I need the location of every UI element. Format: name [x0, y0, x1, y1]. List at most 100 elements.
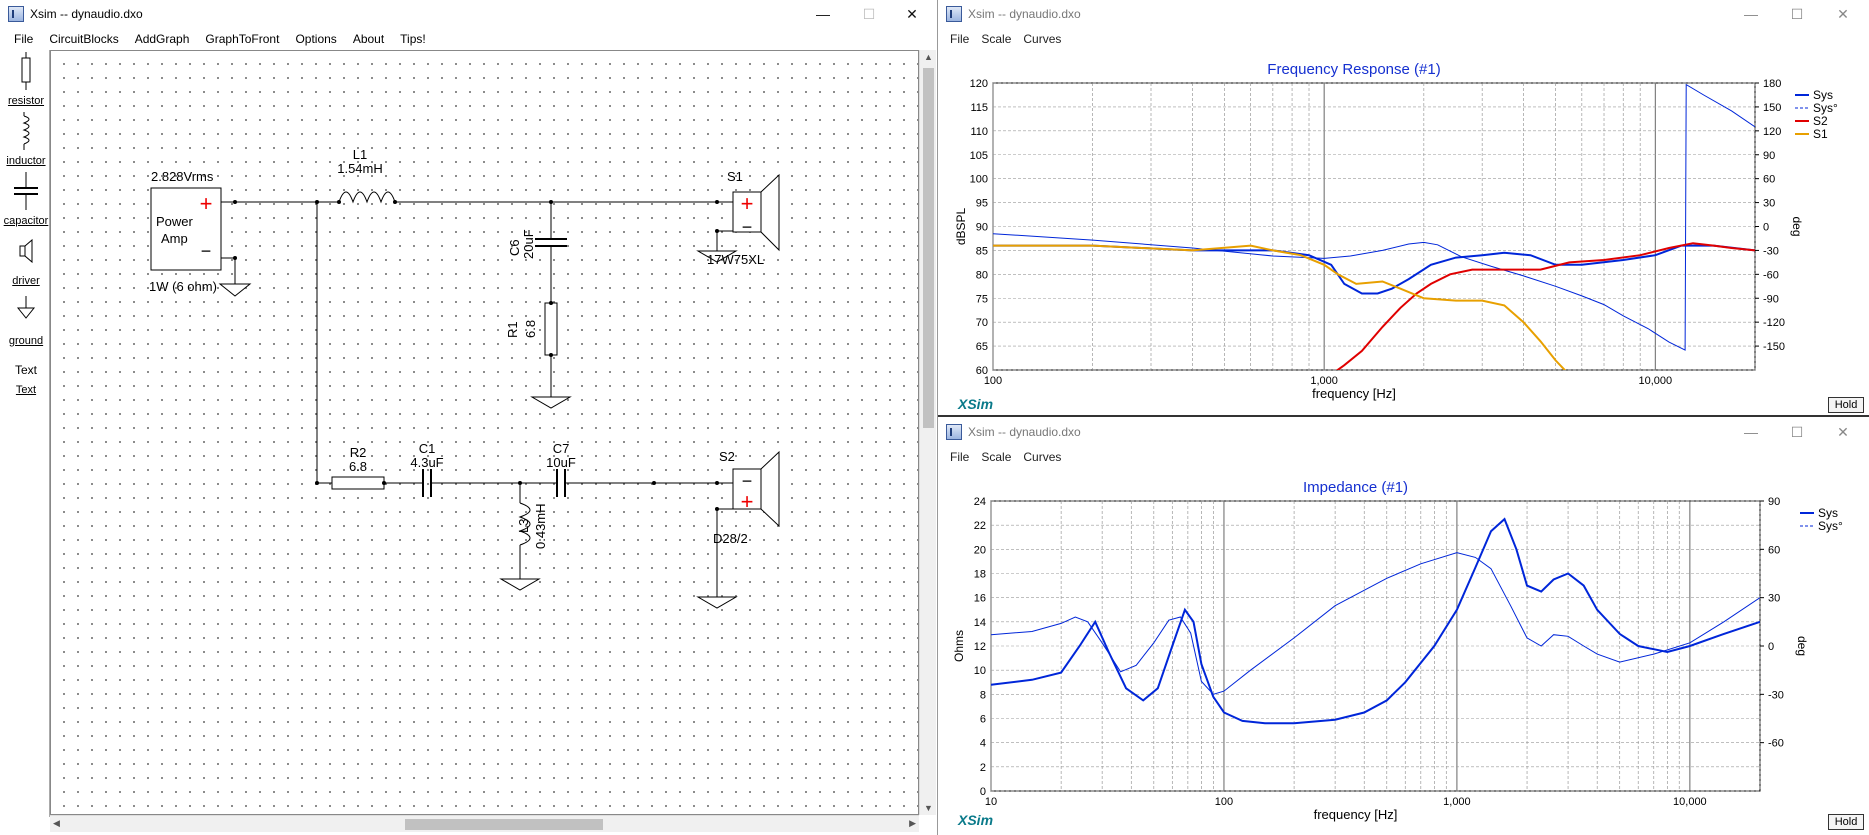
series-line-3	[1335, 242, 1755, 370]
x-tick-label: 10,000	[1638, 375, 1672, 387]
y-tick-label: 0	[980, 786, 986, 798]
tool-capacitor[interactable]: capacitor	[2, 172, 50, 227]
l1-name-label: L1	[353, 147, 367, 162]
menu-file[interactable]: File	[950, 450, 970, 464]
scroll-up-icon[interactable]: ▲	[924, 52, 933, 62]
maximize-icon[interactable]: ☐	[1790, 423, 1804, 440]
hold-button[interactable]: Hold	[1828, 397, 1864, 413]
menu-about[interactable]: About	[352, 32, 385, 46]
r1-value-label: 6.8	[523, 320, 538, 338]
y-tick-label: 90	[976, 222, 988, 234]
y-tick-label: 80	[976, 269, 988, 281]
y2-tick-label: -90	[1763, 293, 1779, 305]
amp-name-line2: Amp	[161, 231, 188, 246]
tool-resistor[interactable]: resistor	[2, 52, 50, 107]
vertical-scrollbar[interactable]: ▲ ▼	[919, 50, 936, 815]
power-amp-block[interactable]	[150, 187, 222, 271]
maximize-icon[interactable]: ☐	[862, 5, 876, 22]
l3-value-label: 0.43mH	[533, 503, 548, 549]
window-title: Xsim -- dynaudio.dxo	[968, 7, 1081, 21]
tool-ground[interactable]: ground	[2, 292, 50, 347]
close-icon[interactable]: ✕	[1837, 423, 1849, 440]
tool-driver[interactable]: driver	[2, 232, 50, 287]
y2-tick-label: 30	[1768, 593, 1780, 605]
freq-titlebar[interactable]: Xsim -- dynaudio.dxo — ☐ ✕	[938, 0, 1869, 28]
s2-plus: +	[741, 489, 754, 514]
amp-plus: +	[200, 191, 213, 216]
inductor-icon	[22, 112, 30, 150]
y-tick-label: 110	[970, 126, 988, 138]
amp-ground	[218, 283, 252, 297]
vertical-scroll-thumb[interactable]	[923, 68, 934, 428]
frequency-response-window: Xsim -- dynaudio.dxo — ☐ ✕ File Scale Cu…	[938, 0, 1869, 417]
x-tick-label: 1,000	[1443, 796, 1471, 808]
s2-model-label: D28/2	[713, 531, 748, 546]
horizontal-scrollbar[interactable]: ◀ ▶	[50, 815, 919, 832]
y-tick-label: 120	[970, 78, 988, 90]
y-axis-label: dBSPL	[954, 207, 968, 245]
menu-curves[interactable]: Curves	[1023, 32, 1062, 46]
freq-menubar: File Scale Curves	[938, 28, 1869, 50]
scroll-left-icon[interactable]: ◀	[53, 818, 60, 828]
s2-minus: −	[742, 471, 753, 491]
y2-tick-label: 60	[1763, 174, 1775, 186]
y2-tick-label: -60	[1763, 269, 1779, 281]
c7-value-label: 10uF	[546, 455, 576, 470]
menu-graphtofront[interactable]: GraphToFront	[205, 32, 280, 46]
c7-name-label: C7	[553, 441, 570, 456]
menu-curves[interactable]: Curves	[1023, 450, 1062, 464]
maximize-icon[interactable]: ☐	[1790, 5, 1804, 22]
y2-tick-label: 90	[1763, 150, 1775, 162]
hold-button[interactable]: Hold	[1828, 814, 1864, 830]
close-icon[interactable]: ✕	[1837, 5, 1849, 22]
y-tick-label: 115	[970, 102, 988, 114]
series-line-4	[993, 244, 1567, 370]
y-tick-label: 24	[974, 496, 986, 508]
menu-options[interactable]: Options	[295, 32, 337, 46]
tool-label: ground	[8, 335, 44, 347]
schematic-titlebar[interactable]: Xsim -- dynaudio.dxo — ☐ ✕	[0, 0, 937, 28]
minimize-icon[interactable]: —	[816, 6, 830, 22]
y2-tick-label: 150	[1763, 102, 1781, 114]
horizontal-scroll-thumb[interactable]	[405, 819, 603, 830]
menu-addgraph[interactable]: AddGraph	[134, 32, 190, 46]
y-tick-label: 105	[970, 150, 988, 162]
y-tick-label: 75	[976, 293, 988, 305]
tool-label: capacitor	[3, 215, 49, 227]
scroll-down-icon[interactable]: ▼	[924, 803, 933, 813]
scroll-right-icon[interactable]: ▶	[909, 818, 916, 828]
r2-name-label: R2	[350, 445, 367, 460]
schematic-window: Xsim -- dynaudio.dxo — ☐ ✕ File CircuitB…	[0, 0, 937, 832]
tool-text[interactable]: Text Text	[2, 356, 50, 396]
menu-circuitblocks[interactable]: CircuitBlocks	[49, 32, 119, 46]
y2-tick-label: -120	[1763, 317, 1785, 329]
component-toolbox: resistor inductor capacitor driver groun…	[2, 50, 50, 817]
y2-tick-label: 0	[1768, 641, 1774, 653]
y2-tick-label: 120	[1763, 126, 1781, 138]
menu-scale[interactable]: Scale	[981, 450, 1012, 464]
menu-scale[interactable]: Scale	[981, 32, 1012, 46]
imp-titlebar[interactable]: Xsim -- dynaudio.dxo — ☐ ✕	[938, 418, 1869, 446]
close-icon[interactable]: ✕	[906, 5, 918, 22]
window-divider	[937, 0, 938, 835]
schematic-canvas[interactable]: + − + − − + 2.828Vrms Power Amp 1W (6 oh…	[50, 50, 919, 815]
inductor-l1	[338, 191, 396, 204]
inductor-l3	[518, 502, 531, 546]
tool-label: inductor	[6, 155, 46, 167]
y2-tick-label: -30	[1763, 245, 1779, 257]
y-tick-label: 20	[974, 544, 986, 556]
menu-file[interactable]: File	[14, 32, 34, 46]
impedance-window: Xsim -- dynaudio.dxo — ☐ ✕ File Scale Cu…	[938, 418, 1869, 835]
minimize-icon[interactable]: —	[1744, 424, 1758, 440]
menu-tips[interactable]: Tips!	[400, 32, 426, 46]
tool-inductor[interactable]: inductor	[2, 112, 50, 167]
menu-file[interactable]: File	[950, 32, 970, 46]
legend-label: Sys°	[1818, 519, 1843, 533]
tool-label: Text	[15, 384, 37, 396]
y2-tick-label: 60	[1768, 544, 1780, 556]
minimize-icon[interactable]: —	[1744, 6, 1758, 22]
y2-tick-label: -60	[1768, 738, 1784, 750]
series-line-2	[993, 83, 1755, 351]
